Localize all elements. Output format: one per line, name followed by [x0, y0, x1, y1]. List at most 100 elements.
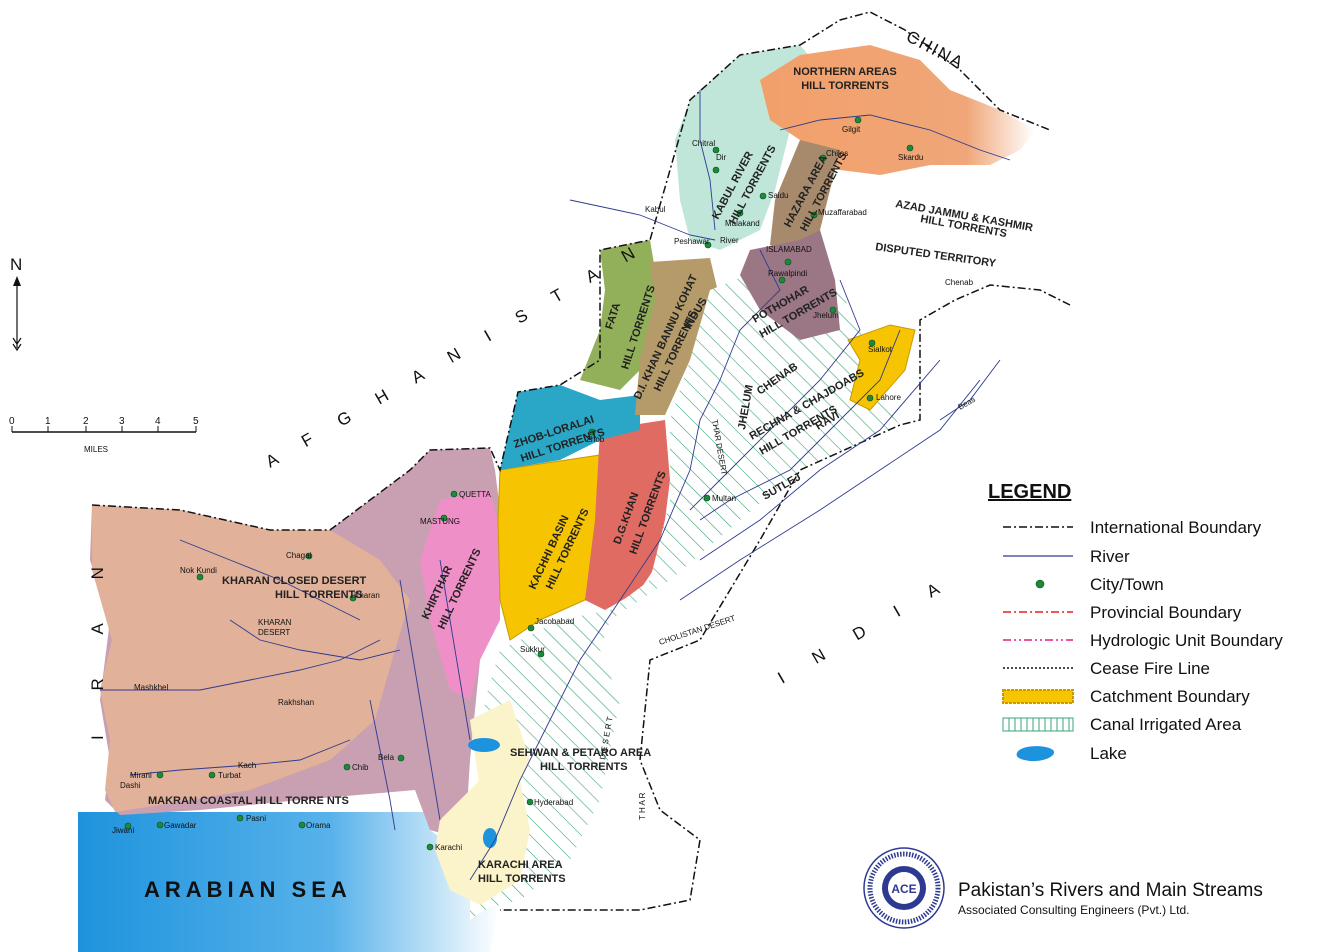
sehwan-region: [470, 700, 530, 800]
rechna-catchment: [847, 324, 916, 411]
svg-text:City/Town: City/Town: [1090, 575, 1164, 594]
svg-text:Turbat: Turbat: [218, 771, 242, 780]
svg-text:QUETTA: QUETTA: [459, 490, 492, 499]
svg-text:N: N: [10, 255, 22, 274]
svg-text:Kabul: Kabul: [645, 205, 666, 214]
canal-irrigated-area: [470, 265, 900, 920]
svg-text:Gilgit: Gilgit: [842, 125, 861, 134]
svg-text:Peshawar: Peshawar: [674, 237, 710, 246]
svg-text:Dashi: Dashi: [120, 781, 141, 790]
svg-text:Bela: Bela: [378, 753, 395, 762]
bannu-region: [635, 258, 720, 415]
svg-text:Provincial Boundary: Provincial Boundary: [1090, 603, 1242, 622]
svg-text:I N D I A: I N D I A: [775, 572, 956, 688]
lake-icon: [1016, 746, 1055, 762]
svg-text:MILES: MILES: [84, 445, 108, 454]
svg-text:Muzaffarabad: Muzaffarabad: [818, 208, 867, 217]
svg-text:Catchment Boundary: Catchment Boundary: [1090, 687, 1250, 706]
svg-text:Dir: Dir: [716, 153, 727, 162]
svg-text:River: River: [1090, 547, 1130, 566]
dgkhan-region: [585, 420, 670, 610]
svg-text:River: River: [720, 236, 739, 245]
svg-text:Nok Kundi: Nok Kundi: [180, 566, 217, 575]
svg-text:Chenab: Chenab: [945, 278, 974, 287]
legend-item-river: River: [1003, 547, 1130, 566]
manchar-lake: [468, 738, 500, 752]
ace-logo-icon: ACE: [863, 847, 945, 929]
svg-text:T H A R: T H A R: [638, 792, 647, 820]
svg-text:HILL TORRENTS: HILL TORRENTS: [540, 761, 628, 773]
catchment-swatch-icon: [1002, 689, 1074, 704]
svg-text:HILL TORRENTS: HILL TORRENTS: [478, 873, 566, 885]
svg-text:Kharan: Kharan: [354, 591, 380, 600]
svg-text:NORTHERN AREAS: NORTHERN AREAS: [793, 66, 897, 78]
scale-bar: 0 1 2 3 4 5 MILES: [9, 416, 199, 454]
svg-text:Karachi: Karachi: [435, 843, 462, 852]
svg-text:Sialkot: Sialkot: [868, 345, 893, 354]
svg-text:Rawalpindi: Rawalpindi: [768, 269, 807, 278]
svg-text:KARACHI AREA: KARACHI AREA: [478, 859, 563, 871]
india-boundary: [500, 284, 1071, 911]
kharan-region: [92, 505, 410, 812]
svg-text:I R A N: I R A N: [88, 547, 107, 740]
svg-text:KHARAN CLOSED DESERT: KHARAN CLOSED DESERT: [222, 575, 367, 587]
svg-text:3: 3: [119, 416, 125, 427]
svg-text:4: 4: [155, 416, 161, 427]
svg-text:ISLAMABAD: ISLAMABAD: [766, 245, 812, 254]
svg-text:Hyderabad: Hyderabad: [534, 798, 573, 807]
northern-region: [760, 45, 1035, 175]
hazara-region: [770, 140, 840, 250]
legend-item-city: City/Town: [1035, 575, 1164, 594]
svg-text:Mashkhel: Mashkhel: [134, 683, 168, 692]
legend-item-lake: Lake: [1016, 744, 1127, 763]
svg-text:Pakistan’s Rivers and Main Str: Pakistan’s Rivers and Main Streams: [958, 880, 1263, 901]
svg-text:5: 5: [193, 416, 199, 427]
svg-text:ARABIAN SEA: ARABIAN SEA: [144, 877, 352, 902]
svg-text:Chib: Chib: [352, 763, 369, 772]
zhob-region: [500, 385, 640, 470]
brand: ACE Pakistan’s Rivers and Main Streams A…: [863, 847, 1263, 929]
svg-text:Multan: Multan: [712, 494, 736, 503]
svg-text:MASTUNG: MASTUNG: [420, 517, 460, 526]
svg-text:ACE: ACE: [891, 882, 916, 896]
international-boundary: [91, 11, 1051, 531]
svg-text:Hydrologic Unit Boundary: Hydrologic Unit Boundary: [1090, 631, 1283, 650]
svg-text:Lake: Lake: [1090, 744, 1127, 763]
svg-text:Chagai: Chagai: [286, 551, 312, 560]
north-arrow: N: [10, 255, 22, 352]
city-markers: [124, 116, 914, 851]
svg-text:Pasni: Pasni: [246, 814, 266, 823]
svg-text:Associated Consulting Engineer: Associated Consulting Engineers (Pvt.) L…: [958, 903, 1189, 917]
kirthar-region: [420, 490, 500, 700]
legend-item-hydrologic: Hydrologic Unit Boundary: [1003, 631, 1283, 650]
svg-text:Lahore: Lahore: [876, 393, 901, 402]
svg-text:LEGEND: LEGEND: [988, 481, 1071, 503]
svg-text:MAKRAN COASTAL HI LL TORRE NTS: MAKRAN COASTAL HI LL TORRE NTS: [148, 795, 349, 807]
city-labels: Gilgit Skardu Chilas Chitral Dir Saidu M…: [112, 125, 923, 852]
city-dot-icon: [1035, 579, 1045, 589]
svg-text:Rakhshan: Rakhshan: [278, 698, 314, 707]
pothohar-region: [740, 230, 840, 340]
svg-text:Saidu: Saidu: [768, 191, 788, 200]
svg-text:Beas: Beas: [957, 395, 977, 412]
svg-text:HILL TORRENTS: HILL TORRENTS: [801, 80, 889, 92]
svg-text:2: 2: [83, 416, 89, 427]
svg-text:KHARAN: KHARAN: [258, 618, 292, 627]
arabian-sea: [78, 812, 500, 952]
legend-item-international-boundary: International Boundary: [1003, 518, 1262, 537]
svg-text:Orama: Orama: [306, 821, 331, 830]
svg-text:HILL TORRENTS: HILL TORRENTS: [275, 589, 363, 601]
kinjhar-lake: [483, 828, 497, 848]
svg-text:Jhelum: Jhelum: [813, 311, 839, 320]
legend-item-provincial: Provincial Boundary: [1003, 603, 1242, 622]
svg-text:Jiwani: Jiwani: [112, 826, 134, 835]
svg-text:SEHWAN & PETARO AREA: SEHWAN & PETARO AREA: [510, 747, 651, 759]
svg-text:Gawadar: Gawadar: [164, 821, 197, 830]
svg-text:International Boundary: International Boundary: [1090, 518, 1262, 537]
legend-item-catchment: Catchment Boundary: [1002, 687, 1250, 706]
svg-text:Mirani: Mirani: [130, 771, 152, 780]
svg-text:Skardu: Skardu: [898, 153, 923, 162]
legend-item-cease-fire: Cease Fire Line: [1003, 659, 1210, 678]
svg-text:Cease Fire Line: Cease Fire Line: [1090, 659, 1210, 678]
